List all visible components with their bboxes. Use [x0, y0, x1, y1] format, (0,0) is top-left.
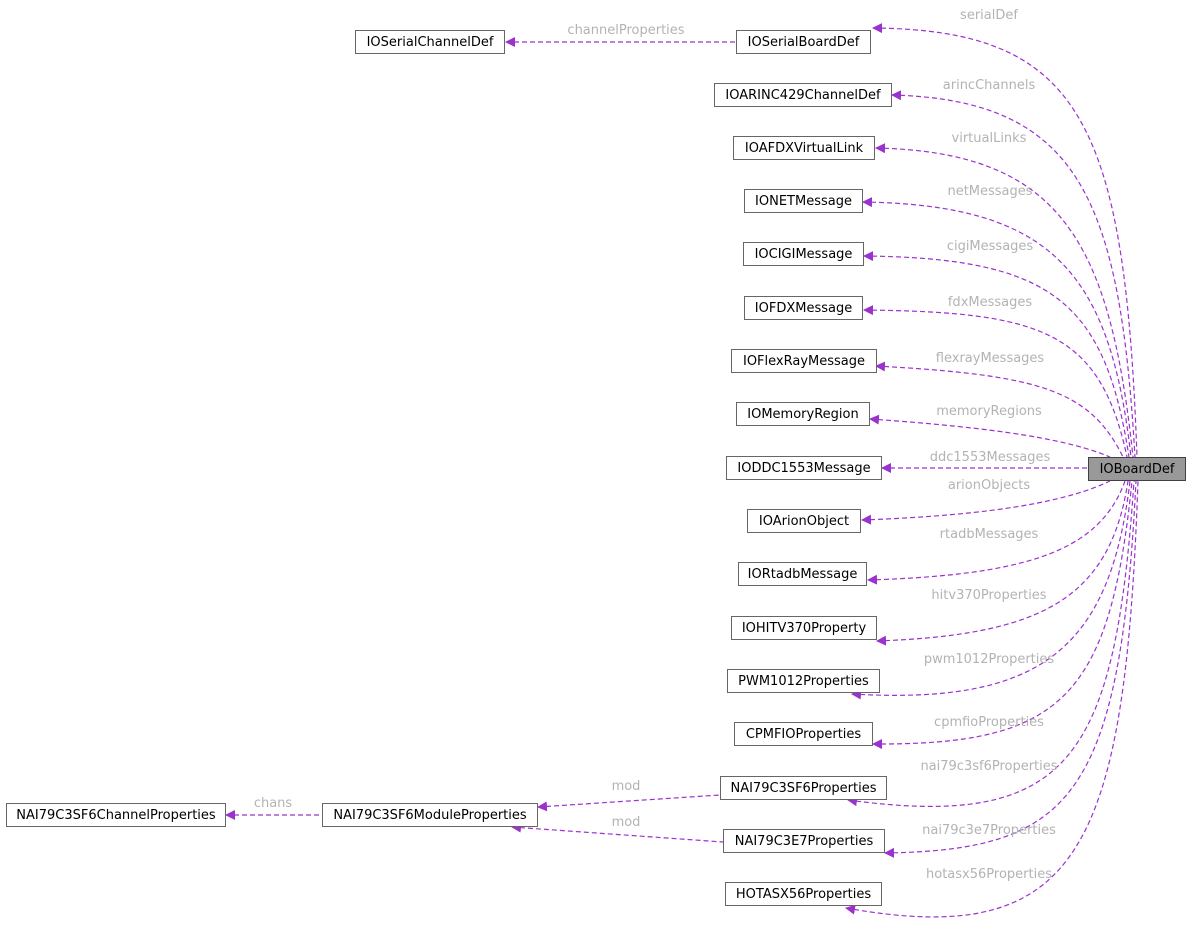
edge-fdxMessages — [863, 305, 1128, 458]
node-ioarinc429channeldef[interactable]: IOARINC429ChannelDef — [714, 83, 892, 107]
label-netMessages: netMessages — [947, 184, 1032, 199]
edge-nai79c3sf6Properties — [847, 480, 1135, 807]
label-chans: chans — [254, 796, 293, 811]
edge-cigiMessages — [863, 251, 1130, 458]
node-iortadbmessage[interactable]: IORtadbMessage — [738, 562, 867, 586]
node-ioddc1553message[interactable]: IODDC1553Message — [726, 456, 882, 480]
label-flexrayMessages: flexrayMessages — [936, 351, 1045, 366]
label-serialDef: serialDef — [960, 8, 1018, 23]
node-iofdxmessage[interactable]: IOFDXMessage — [744, 296, 863, 320]
node-ioserialboarddef[interactable]: IOSerialBoardDef — [736, 30, 871, 54]
label-hitv370Properties: hitv370Properties — [931, 588, 1046, 603]
label-cpmfioProperties: cpmfioProperties — [934, 715, 1044, 730]
edge-nai79c3e7Properties — [884, 480, 1137, 858]
label-mod-e7: mod — [612, 815, 641, 830]
node-nai79c3sf6channelproperties[interactable]: NAI79C3SF6ChannelProperties — [6, 803, 226, 827]
label-hotasx56Properties: hotasx56Properties — [926, 867, 1052, 882]
label-fdxMessages: fdxMessages — [948, 295, 1032, 310]
label-virtualLinks: virtualLinks — [952, 131, 1027, 146]
label-pwm1012Properties: pwm1012Properties — [924, 652, 1055, 667]
edge-netMessages — [862, 197, 1132, 458]
label-nai79c3e7Properties: nai79c3e7Properties — [922, 823, 1056, 838]
label-cigiMessages: cigiMessages — [947, 239, 1034, 254]
label-mod-sf6: mod — [612, 779, 641, 794]
node-iohitv370property[interactable]: IOHITV370Property — [731, 616, 877, 640]
node-ioarionobject[interactable]: IOArionObject — [747, 509, 861, 533]
node-pwm1012properties[interactable]: PWM1012Properties — [727, 669, 880, 693]
label-arionObjects: arionObjects — [948, 478, 1030, 493]
label-memoryRegions: memoryRegions — [936, 404, 1042, 419]
edge-memoryRegions — [869, 414, 1111, 458]
edge-serialDef — [872, 23, 1138, 458]
edge-arionObjects — [861, 480, 1111, 525]
edge-hotasx56Properties — [845, 480, 1139, 918]
edge-hitv370Properties — [876, 480, 1129, 646]
node-cpmfioproperties[interactable]: CPMFIOProperties — [734, 722, 873, 746]
node-hotasx56properties[interactable]: HOTASX56Properties — [725, 882, 882, 906]
edge-pwm1012Properties — [851, 480, 1131, 700]
node-ioboarddef[interactable]: IOBoardDef — [1088, 457, 1186, 481]
node-nai79c3sf6moduleproperties[interactable]: NAI79C3SF6ModuleProperties — [322, 803, 538, 827]
label-nai79c3sf6Properties: nai79c3sf6Properties — [920, 759, 1057, 774]
label-ddc1553Messages: ddc1553Messages — [930, 450, 1051, 465]
node-ioflexraymessage[interactable]: IOFlexRayMessage — [731, 349, 877, 373]
edge-virtualLinks — [875, 143, 1134, 458]
node-iocigimessage[interactable]: IOCIGIMessage — [743, 242, 864, 266]
edge-flexrayMessages — [875, 361, 1124, 458]
edge-arincChannels — [891, 90, 1136, 458]
edge-mod-e7 — [511, 822, 724, 843]
edge-rtadbMessages — [867, 480, 1126, 585]
node-ioafdxvirtuallink[interactable]: IOAFDXVirtualLink — [733, 136, 875, 160]
edge-mod-sf6 — [537, 794, 721, 812]
node-ioserialchanneldef[interactable]: IOSerialChannelDef — [355, 30, 505, 54]
node-nai79c3sf6properties[interactable]: NAI79C3SF6Properties — [720, 776, 887, 800]
edge-cpmfioProperties — [872, 480, 1133, 750]
label-rtadbMessages: rtadbMessages — [940, 527, 1039, 542]
node-ionetmessage[interactable]: IONETMessage — [744, 189, 863, 213]
label-channelProperties: channelProperties — [567, 23, 684, 38]
node-iomemoryregion[interactable]: IOMemoryRegion — [736, 402, 870, 426]
node-nai79c3e7properties[interactable]: NAI79C3E7Properties — [723, 829, 885, 853]
label-arincChannels: arincChannels — [943, 78, 1036, 93]
